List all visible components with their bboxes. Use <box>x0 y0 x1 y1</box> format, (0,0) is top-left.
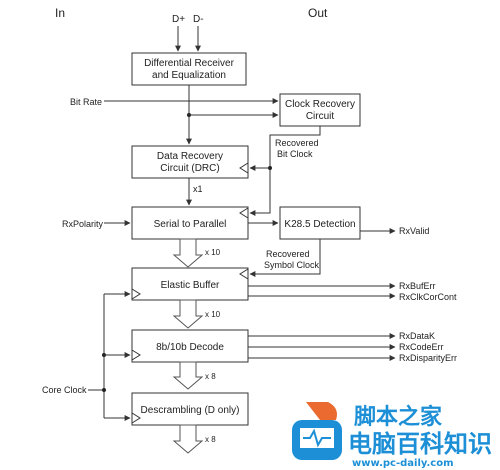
x10-label-1: x 10 <box>205 248 221 257</box>
clock-input-marker <box>239 268 249 280</box>
bit-rate-label: Bit Rate <box>70 97 102 107</box>
watermark-logo-flame <box>306 402 337 420</box>
recovered-symbol-clock-wire <box>249 239 321 277</box>
clock-recovery-block <box>279 93 361 127</box>
elastic-buffer-block <box>131 267 249 301</box>
x10-label-2: x 10 <box>205 310 221 319</box>
watermark: 脚本之家 电脑百科知识 www.pc-daily.com <box>292 402 492 469</box>
x8-label-2: x 8 <box>205 435 216 444</box>
rx-clk-cor-cont-label: RxClkCorCont <box>399 292 457 302</box>
watermark-subtitle: 电脑百科知识 <box>348 430 492 458</box>
rx-valid-label: RxValid <box>399 226 429 236</box>
in-column-label: In <box>55 6 65 20</box>
bus-arrow-x8 <box>172 424 204 454</box>
rx-data-k-label: RxDataK <box>399 331 435 341</box>
recovered-symbol-clock-line1: Recovered <box>266 249 310 259</box>
out-column-label: Out <box>308 6 328 20</box>
clock-input-marker <box>131 412 141 424</box>
watermark-title: 脚本之家 <box>354 404 443 430</box>
rx-buf-err-label: RxBufErr <box>399 281 436 291</box>
clock-input-marker <box>131 349 141 361</box>
recovered-bit-clock-line1: Recovered <box>275 138 319 148</box>
x8-label-1: x 8 <box>205 372 216 381</box>
d-minus-label: D- <box>193 14 204 25</box>
clock-input-marker <box>239 162 249 174</box>
rx-polarity-label: RxPolarity <box>62 219 104 229</box>
k285-detection-block <box>279 206 361 240</box>
junction-dot <box>102 388 106 392</box>
clock-recovery-line1: Clock Recovery <box>285 99 355 110</box>
decode-8b10b-label: 8b/10b Decode <box>156 342 224 353</box>
recovered-symbol-clock-line2: Symbol Clock <box>264 260 320 270</box>
differential-receiver-line1: Differential Receiver <box>144 58 235 69</box>
decode-8b10b-block <box>131 329 249 363</box>
k285-detection-label: K28.5 Detection <box>284 219 355 230</box>
d-plus-label: D+ <box>172 14 185 25</box>
bus-arrow-x10 <box>172 299 204 329</box>
rx-code-err-label: RxCodeErr <box>399 342 444 352</box>
core-clock-label: Core Clock <box>42 385 87 395</box>
data-recovery-line2: Circuit (DRC) <box>160 163 219 174</box>
differential-receiver-line2: and Equalization <box>152 70 226 81</box>
rx-disparity-err-label: RxDisparityErr <box>399 353 457 363</box>
data-recovery-line1: Data Recovery <box>157 151 223 162</box>
recovered-bit-clock-line2: Bit Clock <box>277 149 313 159</box>
descrambling-block <box>131 392 249 426</box>
recovered-bit-clock-wire <box>249 126 321 216</box>
data-recovery-block <box>131 145 249 179</box>
differential-receiver-block <box>131 52 247 86</box>
clock-input-marker <box>239 207 249 219</box>
clock-input-marker <box>131 288 141 300</box>
clock-recovery-line2: Circuit <box>306 111 335 122</box>
watermark-url: www.pc-daily.com <box>352 458 454 469</box>
watermark-logo-pulse <box>303 428 331 448</box>
bus-arrow-x10 <box>172 238 204 268</box>
serial-to-parallel-label: Serial to Parallel <box>154 219 227 230</box>
descrambling-label: Descrambling (D only) <box>141 405 240 416</box>
elastic-buffer-label: Elastic Buffer <box>161 280 220 291</box>
bus-arrow-x8 <box>172 361 204 390</box>
x1-label: x1 <box>193 184 203 194</box>
